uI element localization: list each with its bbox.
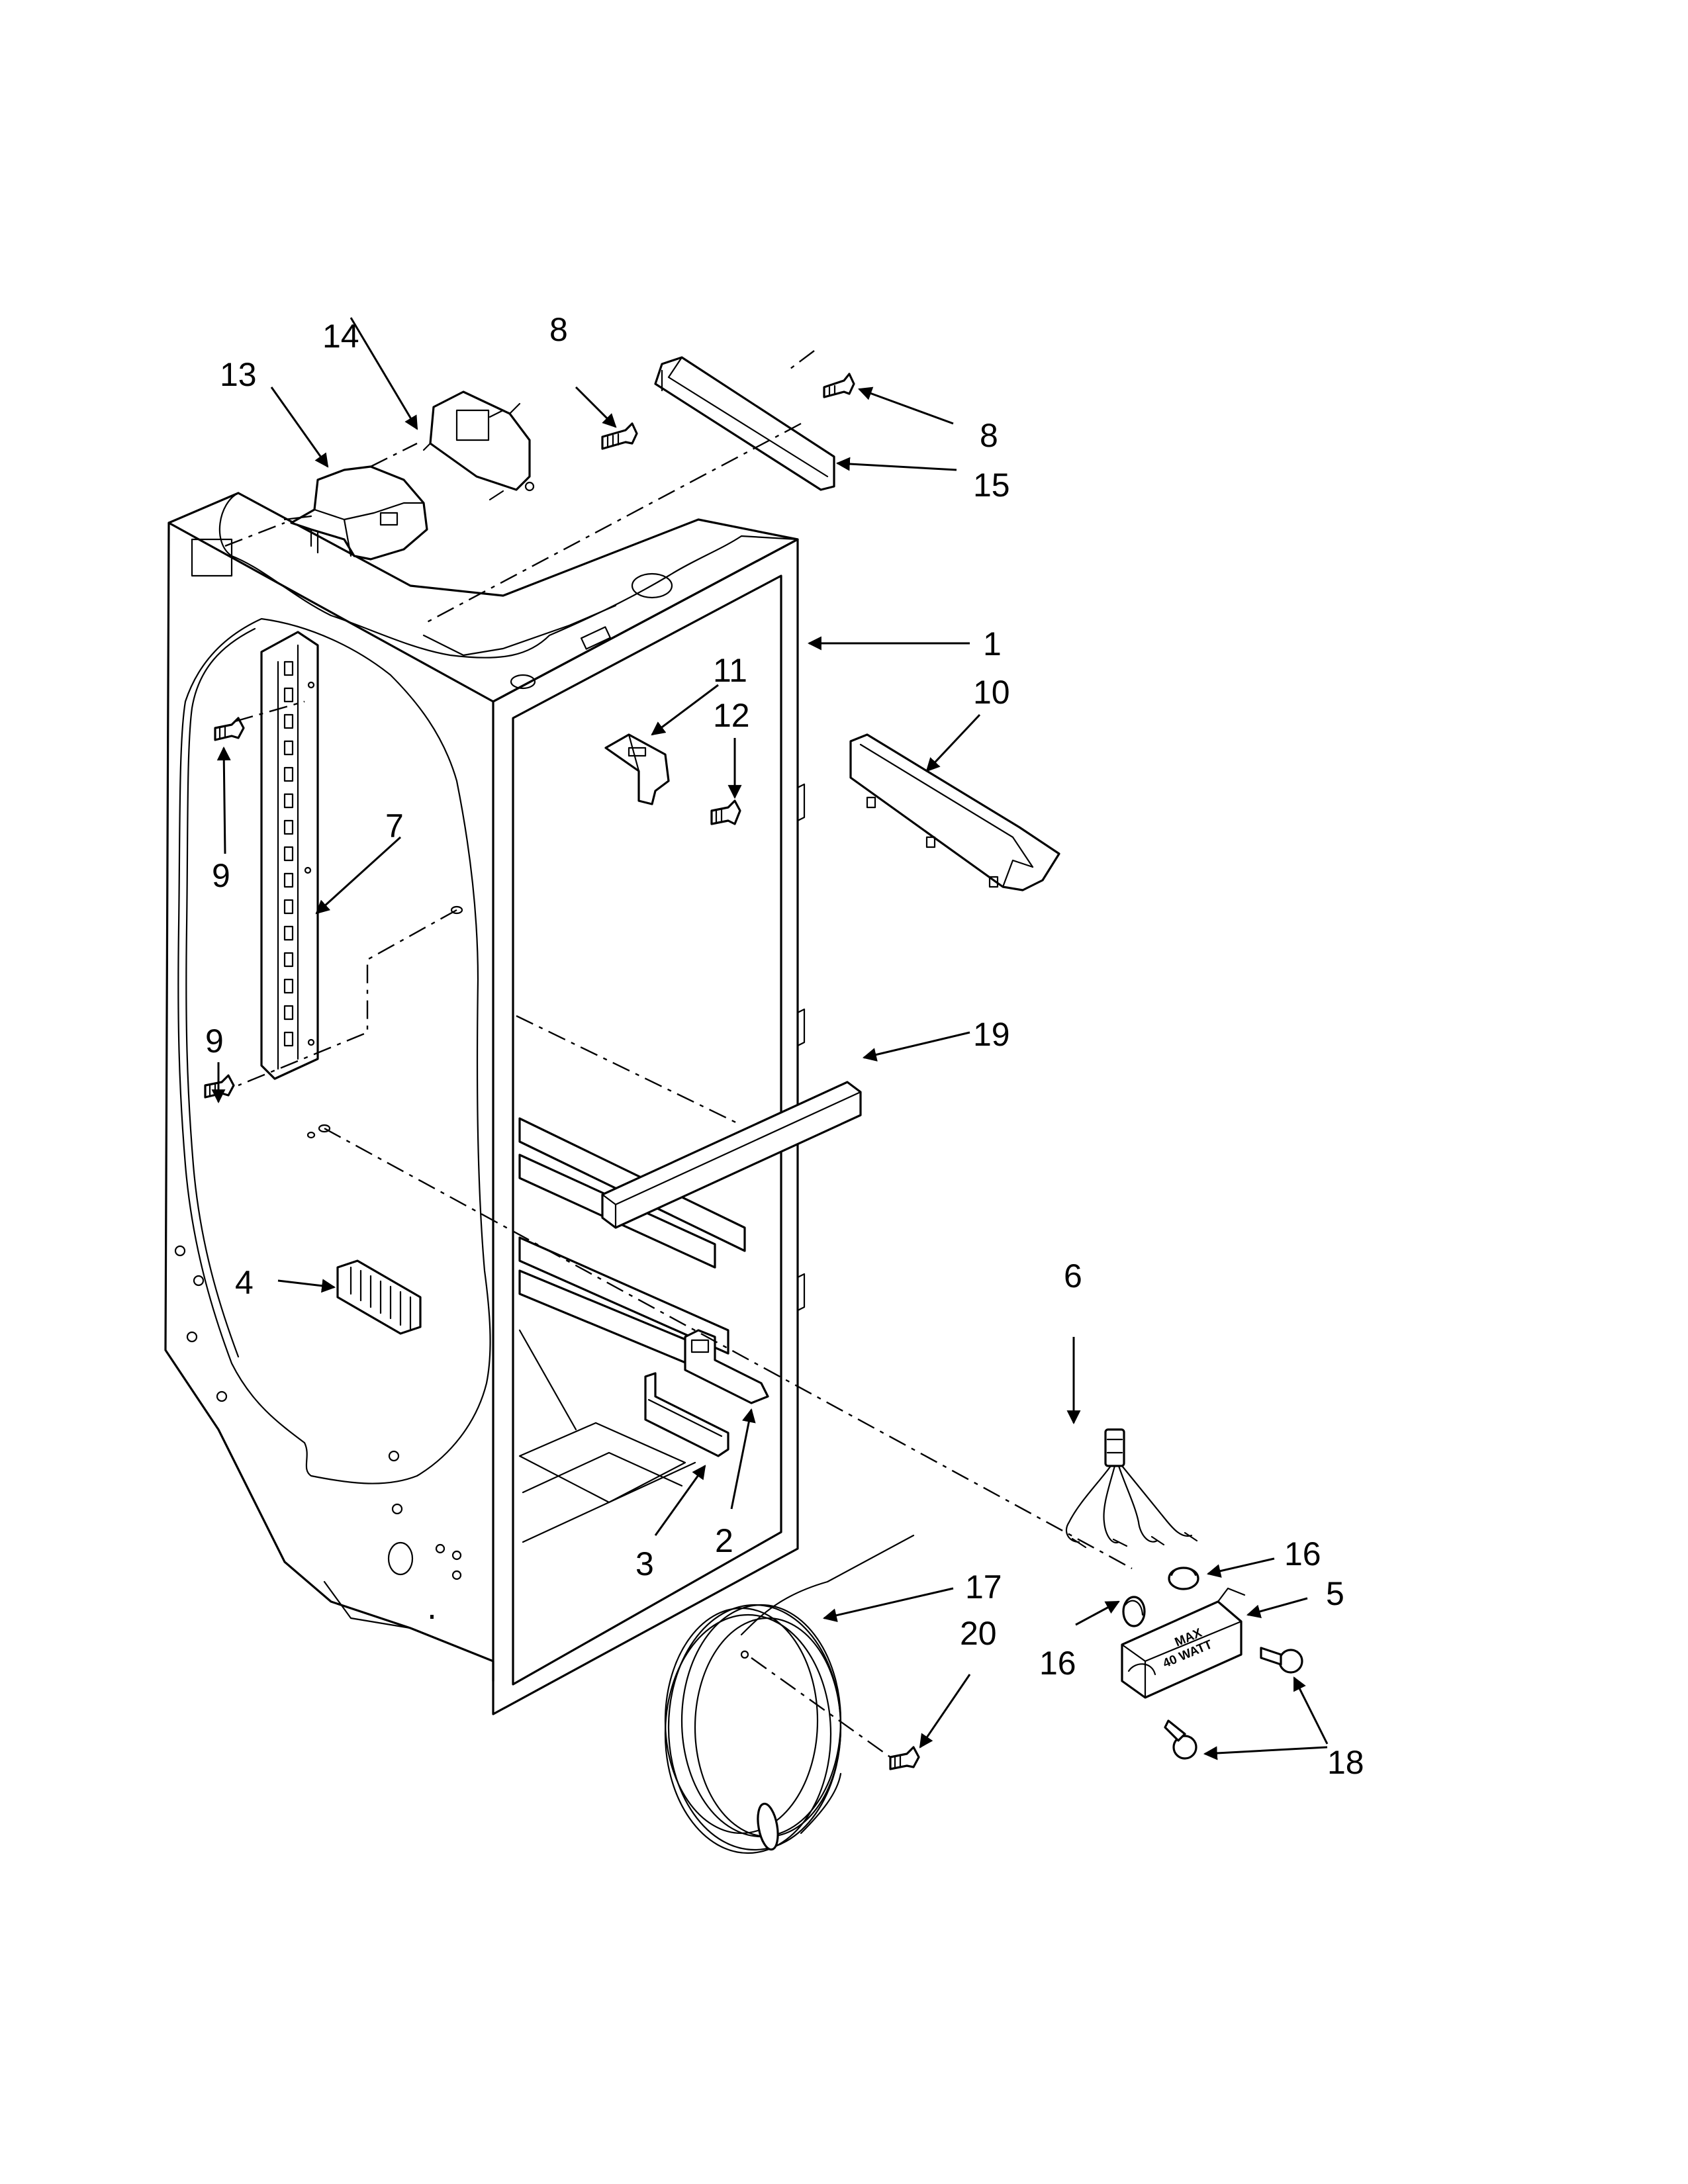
callout-2: 2 bbox=[715, 1522, 733, 1559]
screw-upper-right bbox=[823, 373, 855, 398]
leader-lines bbox=[211, 317, 1329, 1760]
callout-6: 6 bbox=[1064, 1257, 1082, 1295]
callout-8-top: 8 bbox=[549, 311, 568, 348]
callout-9-lower: 9 bbox=[205, 1023, 224, 1060]
socket-rivet-upper bbox=[1260, 1647, 1303, 1674]
callout-5: 5 bbox=[1326, 1575, 1344, 1612]
wire-harness bbox=[1065, 1428, 1198, 1549]
shelf-ladder-rail bbox=[260, 631, 319, 1080]
callout-4: 4 bbox=[235, 1264, 254, 1301]
callout-12: 12 bbox=[713, 697, 750, 734]
assembly-lines bbox=[224, 350, 1133, 1758]
callout-8-right: 8 bbox=[980, 417, 998, 454]
bracket-screw bbox=[710, 799, 741, 825]
top-channel-strip bbox=[654, 356, 835, 491]
shelf-support-bar bbox=[601, 1081, 862, 1229]
callout-10: 10 bbox=[973, 674, 1010, 711]
lamp-clip-upper bbox=[1168, 1567, 1199, 1590]
control-housing bbox=[283, 465, 428, 561]
callout-17: 17 bbox=[965, 1569, 1002, 1606]
lamp-clip-lower bbox=[1122, 1596, 1146, 1627]
socket-rivet-lower bbox=[1164, 1719, 1197, 1760]
screw-upper-middle bbox=[601, 422, 638, 450]
crisper-bracket-left bbox=[644, 1372, 729, 1457]
callout-16-upper: 16 bbox=[1284, 1535, 1321, 1572]
callout-3: 3 bbox=[635, 1545, 654, 1582]
crisper-bracket-right bbox=[684, 1329, 769, 1404]
callout-11: 11 bbox=[713, 652, 747, 689]
drain-tube-coil bbox=[664, 1534, 915, 1854]
lamp-socket-housing: MAX 40 WATT bbox=[1121, 1587, 1246, 1699]
callout-1: 1 bbox=[983, 625, 1002, 662]
vent-grille bbox=[336, 1259, 422, 1335]
mounting-bracket bbox=[604, 733, 670, 805]
screw-upper-left bbox=[214, 717, 245, 741]
callout-20: 20 bbox=[960, 1615, 997, 1652]
callout-13: 13 bbox=[220, 356, 257, 393]
callout-15: 15 bbox=[973, 467, 1010, 504]
callout-numbers: 14 13 8 8 15 1 11 12 10 7 9 9 19 4 6 3 2… bbox=[205, 311, 1364, 1781]
duct-bracket bbox=[422, 390, 535, 501]
callout-19: 19 bbox=[973, 1016, 1010, 1053]
cabinet-liner bbox=[164, 492, 806, 1715]
callout-7: 7 bbox=[385, 807, 404, 844]
callout-16-lower: 16 bbox=[1039, 1645, 1076, 1682]
tube-clip-screw bbox=[889, 1746, 920, 1770]
callout-18: 18 bbox=[1327, 1744, 1364, 1781]
callout-9-upper: 9 bbox=[212, 857, 230, 894]
callout-14: 14 bbox=[322, 318, 359, 355]
vent-cover bbox=[849, 733, 1060, 891]
